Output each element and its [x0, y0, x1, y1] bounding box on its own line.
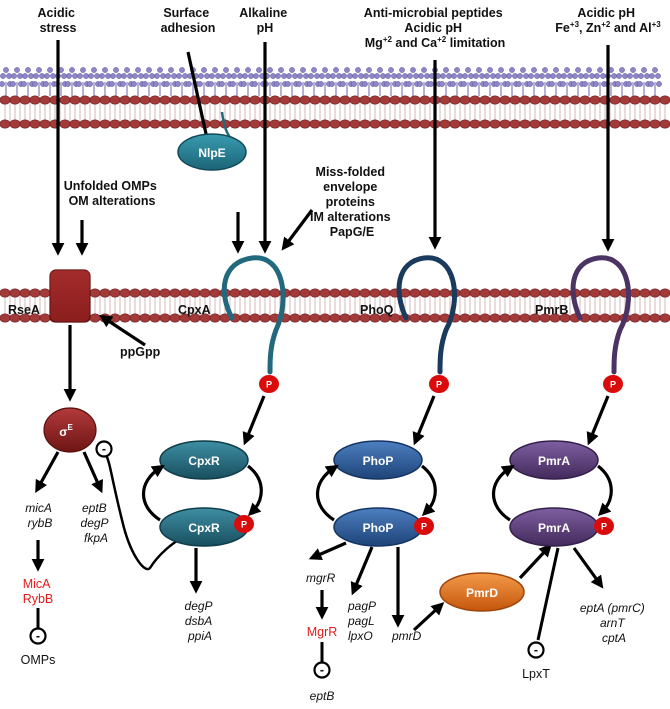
svg-text:-: -: [534, 643, 538, 657]
phop-label: PhoP: [363, 454, 394, 468]
pmra-node: [509, 440, 599, 480]
sigma-right-genes: eptB degP fkpA: [81, 501, 112, 545]
lpxt-label: LpxT: [522, 667, 550, 681]
svg-text:P: P: [436, 380, 442, 390]
svg-text:P: P: [241, 520, 247, 530]
pmrb-phosphate: P: [603, 375, 623, 393]
alkaline-ph-label: Alkaline pH: [239, 6, 290, 35]
cpx-target-genes: degP dsbA ppiA: [185, 599, 216, 643]
pmrb-label: PmrB: [535, 303, 568, 317]
cpxa-to-cpxr-arrow: [242, 395, 266, 446]
inner-membrane: [0, 288, 670, 323]
omps-inhibit-symbol: [29, 627, 47, 645]
phoq-label: PhoQ: [360, 303, 394, 317]
surface-adhesion-label: Surface adhesion: [161, 6, 216, 35]
pmra-cycle-right: [596, 464, 613, 517]
phoq-sensor: [396, 255, 458, 375]
pmrd-gene: pmrD: [391, 629, 422, 643]
cpxr-phosphate: P: [234, 515, 254, 533]
ppgpp-label: ppGpp: [120, 345, 161, 359]
lpxt-inhibit-symbol: [527, 641, 545, 659]
omps-label: OMPs: [21, 653, 56, 667]
pmrd-node: [439, 572, 525, 612]
pmra-label: PmrA: [538, 454, 570, 468]
svg-text:-: -: [320, 663, 324, 677]
svg-text:P: P: [266, 380, 272, 390]
misfolded-arrow: [281, 209, 314, 251]
cpxr-node: [159, 440, 249, 480]
sigma-e-label: σE: [59, 423, 73, 439]
phop-to-mgrr-arrow: [308, 541, 347, 561]
svg-text:P: P: [601, 522, 607, 532]
lpxt-inhibit-line: [536, 547, 560, 641]
sigma-left-genes: micA rybB: [25, 501, 55, 530]
mgrr-srna: MgrR: [307, 625, 338, 639]
pmr-target-genes: eptA (pmrC) arnT cptA: [580, 601, 648, 645]
svg-text:-: -: [102, 442, 106, 456]
phoq-to-phop-arrow: [412, 395, 436, 446]
cpxr-label: CpxR: [188, 454, 220, 468]
sigma-inhibit-symbol: [95, 440, 113, 458]
eptb-inhibit-symbol: [313, 661, 331, 679]
svg-text:P: P: [610, 380, 616, 390]
sigma-to-eptb-arrow: [82, 451, 103, 494]
sigma-to-mica-arrow: [35, 451, 60, 494]
pmrb-sensor: [570, 255, 632, 375]
cpxr-cycle-left: [142, 464, 165, 522]
cpxa-label: CpxA: [178, 303, 211, 317]
svg-text:P: P: [421, 522, 427, 532]
phop-node: [333, 440, 423, 480]
nlpe-label: NlpE: [198, 146, 225, 160]
phop-p-label: PhoP: [363, 521, 394, 535]
pmra-to-genes-arrow: [572, 547, 604, 589]
mgrr-gene: mgrR: [306, 571, 336, 585]
rsea-label: RseA: [8, 303, 40, 317]
pmrd-to-pmra-arrow: [518, 543, 552, 580]
phoq-phosphate: P: [429, 375, 449, 393]
cpxa-phosphate: P: [259, 375, 279, 393]
phop-cycle-left: [316, 464, 339, 522]
mica-rybb-srna: MicA RybB: [23, 577, 54, 606]
pmrb-signals-label: Acidic pH Fe+3, Zn+2 and Al+3: [555, 6, 661, 35]
sigma-e-node: [43, 407, 97, 453]
pho-target-genes: pagP pagL lpxO: [347, 599, 379, 643]
pmrd-gene-to-protein-arrow: [412, 602, 445, 632]
phop-to-pagp-arrow: [350, 546, 374, 596]
pmrb-to-pmra-arrow: [586, 395, 610, 446]
eptb-gene: eptB: [310, 689, 335, 703]
cpxa-sensor: [221, 255, 286, 375]
cpxr-cycle-right: [246, 464, 263, 517]
pmrd-label: PmrD: [466, 586, 498, 600]
phop-cycle-right: [420, 464, 437, 517]
phop-phosphate: P: [414, 517, 434, 535]
cpxr-p-label: CpxR: [188, 521, 220, 535]
pmra-cycle-left: [492, 464, 515, 522]
pmra-p-label: PmrA: [538, 521, 570, 535]
misfolded-label: Miss-folded envelope proteins IM alterat…: [310, 165, 394, 239]
ppgpp-arrow: [99, 314, 146, 347]
acidic-stress-label: Acidic stress: [38, 6, 79, 35]
unfolded-omps-label: Unfolded OMPs OM alterations: [64, 179, 161, 208]
phoq-signals-label: Anti-microbial peptides Acidic pH Mg+2 a…: [364, 6, 506, 50]
outer-membrane: [0, 67, 670, 129]
cpxr-inhibit-sigma-line: [104, 454, 203, 571]
pmra-phosphate: P: [594, 517, 614, 535]
svg-text:-: -: [36, 629, 40, 643]
nlpe-node: [177, 133, 247, 171]
